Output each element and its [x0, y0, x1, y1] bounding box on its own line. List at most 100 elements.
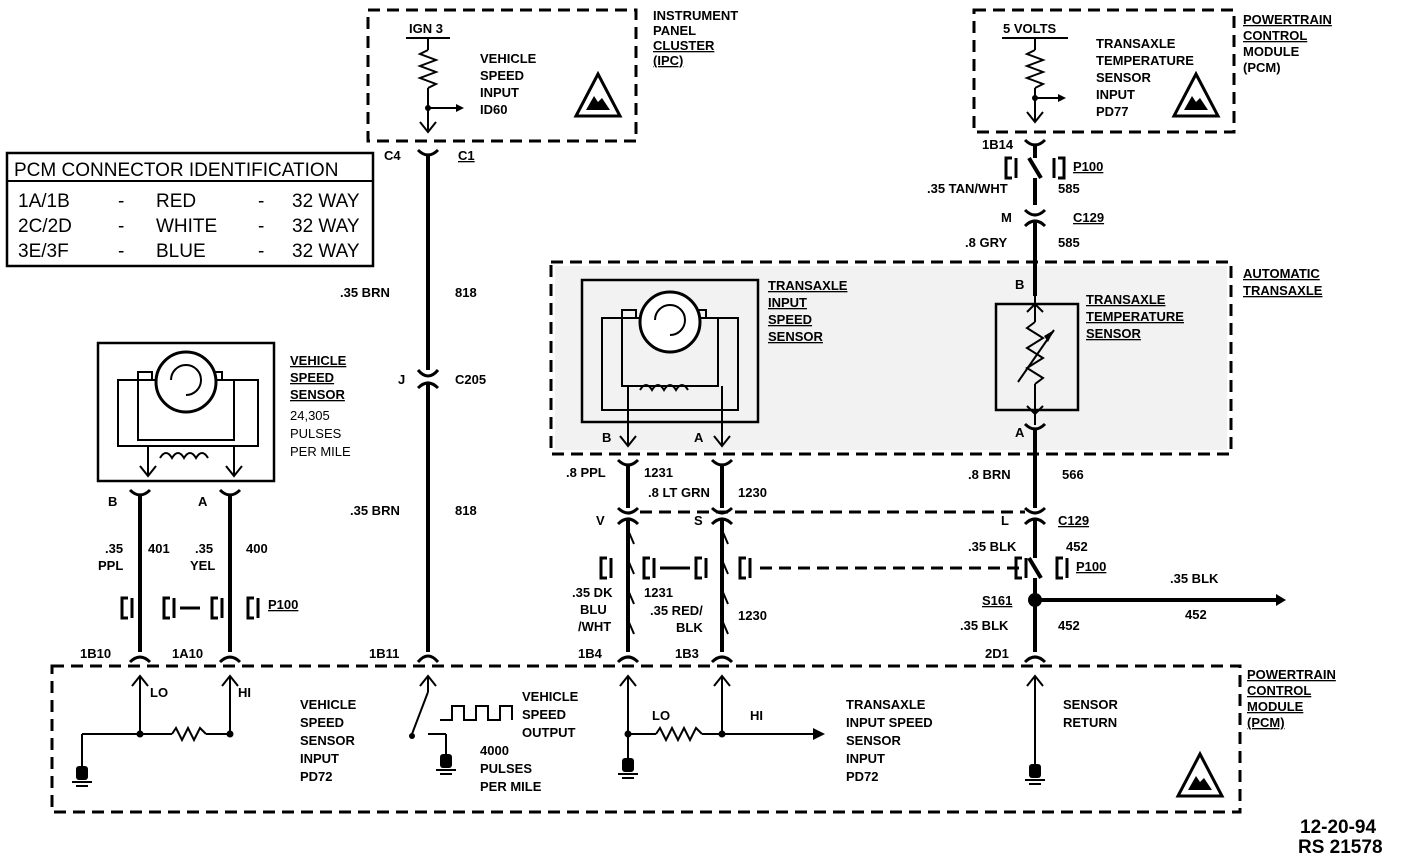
pcm-title-line: MODULE [1247, 699, 1304, 714]
row-color: RED [156, 191, 196, 212]
wire-size-color: .35 BLK [960, 618, 1009, 633]
pcm-input-line: SENSOR [1096, 70, 1152, 85]
row-sep: - [258, 216, 264, 237]
pcm-bottom-frame [50, 664, 1242, 814]
table-frame [5, 151, 375, 268]
diagram-date: 12-20-94 [1300, 817, 1376, 838]
wire-circuit: 452 [1185, 607, 1207, 622]
temp-sensor-frame [994, 302, 1080, 412]
p100-connector-icon [162, 596, 176, 620]
wire-circuit: 1230 [738, 608, 767, 623]
ipc-module: INSTRUMENT PANEL CLUSTER (IPC) IGN 3 VEH… [366, 8, 738, 163]
wire-size: .35 [195, 541, 213, 556]
ground-icon [72, 766, 92, 787]
lo-label: LO [652, 708, 670, 723]
pin-1b3: 1B3 [675, 646, 699, 661]
pin-b: B [602, 430, 611, 445]
wire-size-color: .8 LT GRN [648, 485, 710, 500]
pcm-input-line: INPUT [1096, 87, 1135, 102]
pcm-title-line: CONTROL [1247, 683, 1311, 698]
coil-icon [159, 452, 209, 460]
pulses-line: 4000 [480, 743, 509, 758]
pcm-title-line: (PCM) [1243, 60, 1281, 75]
wire-size-color: .35 RED/ [650, 603, 703, 618]
vss-wiring: B A .35 PPL 401 .35 YEL 400 P100 [98, 488, 298, 652]
rotation-icon [170, 364, 202, 396]
wire-circuit: 566 [1062, 467, 1084, 482]
pin-a: A [198, 494, 208, 509]
pulses-line: PER MILE [480, 779, 542, 794]
vss-label-line: SENSOR [290, 387, 346, 402]
vss-label-line: PER MILE [290, 444, 351, 459]
transaxle-title-line: AUTOMATIC [1243, 266, 1320, 281]
pin-1b14: 1B14 [982, 137, 1014, 152]
iss-label-line: TRANSAXLE [768, 278, 848, 293]
temp-sensor-label-line: SENSOR [1086, 326, 1142, 341]
row-sep: - [118, 191, 124, 212]
pulses-line: PULSES [480, 761, 532, 776]
pcm-input-line: PD77 [1096, 104, 1129, 119]
pin-1a10: 1A10 [172, 646, 203, 661]
pcm-title-line: (PCM) [1247, 715, 1285, 730]
vss-input-line: SENSOR [300, 733, 356, 748]
connector-c205: C205 [455, 372, 486, 387]
diagram-reference: RS 21578 [1298, 837, 1383, 858]
splice-label: S161 [982, 593, 1012, 608]
wire-circuit: 1231 [644, 465, 673, 480]
pin-a: A [1015, 425, 1025, 440]
wire-circuit: 818 [455, 503, 477, 518]
row-sep: - [258, 191, 264, 212]
vss-frame [96, 341, 276, 483]
wire-circuit: 400 [246, 541, 268, 556]
vss-rotor [154, 350, 218, 414]
sensor-return-line: RETURN [1063, 715, 1117, 730]
hi-label: HI [238, 685, 251, 700]
wire-size-color: .35 DK [572, 585, 613, 600]
twist-marks [627, 529, 635, 635]
hi-label: HI [750, 708, 763, 723]
wire-circuit: 1231 [644, 585, 673, 600]
wire-size-color: .8 GRY [965, 235, 1007, 250]
ipc-title-line: INSTRUMENT [653, 8, 738, 23]
p100-connector-icon [1014, 556, 1028, 580]
pcm-connector-table: PCM CONNECTOR IDENTIFICATION 1A/1B - RED… [5, 151, 375, 268]
coil-icon [639, 384, 689, 392]
esd-warning-icon [1175, 750, 1225, 798]
iss-terminal-b [616, 458, 640, 467]
row-pins: 3E/3F [18, 241, 69, 262]
vss-input-line: PD72 [300, 769, 333, 784]
connector-c1: C1 [458, 148, 475, 163]
wire-size-color: /WHT [578, 619, 611, 634]
vss-label-line: VEHICLE [290, 353, 347, 368]
pcm-input-line: TRANSAXLE [1096, 36, 1176, 51]
iss-input-line: TRANSAXLE [846, 697, 926, 712]
vss-output-line: OUTPUT [522, 725, 576, 740]
ground-icon [618, 758, 638, 779]
ign3-label: IGN 3 [409, 21, 443, 36]
pin-l: L [1001, 513, 1009, 528]
iss-rotor [638, 290, 702, 354]
p100-connector-icon [1004, 156, 1018, 180]
pin-a: A [694, 430, 704, 445]
wire-size-color: BLU [580, 602, 607, 617]
connector-c129-male [1023, 208, 1047, 217]
pin-s: S [694, 513, 703, 528]
wire-size-color: .35 BRN [350, 503, 400, 518]
row-ways: 32 WAY [292, 216, 360, 237]
pin-c4: C4 [384, 148, 401, 163]
vss-label-line: 24,305 [290, 408, 330, 423]
row-pins: 1A/1B [18, 191, 70, 212]
row-color: WHITE [156, 216, 217, 237]
pcm-input-line: TEMPERATURE [1096, 53, 1194, 68]
vss-output-line: VEHICLE [522, 689, 579, 704]
vss-output-line: SPEED [522, 707, 566, 722]
arrow-icon [813, 728, 825, 740]
row-pins: 2C/2D [18, 216, 72, 237]
thermistor-icon [1025, 321, 1045, 385]
return-wiring: .8 BRN 566 L C129 .35 BLK 452 P100 S161 … [960, 422, 1286, 652]
ipc-title-line: CLUSTER [653, 38, 715, 53]
temp-sensor-label-line: TEMPERATURE [1086, 309, 1184, 324]
connector-p100: P100 [268, 597, 298, 612]
